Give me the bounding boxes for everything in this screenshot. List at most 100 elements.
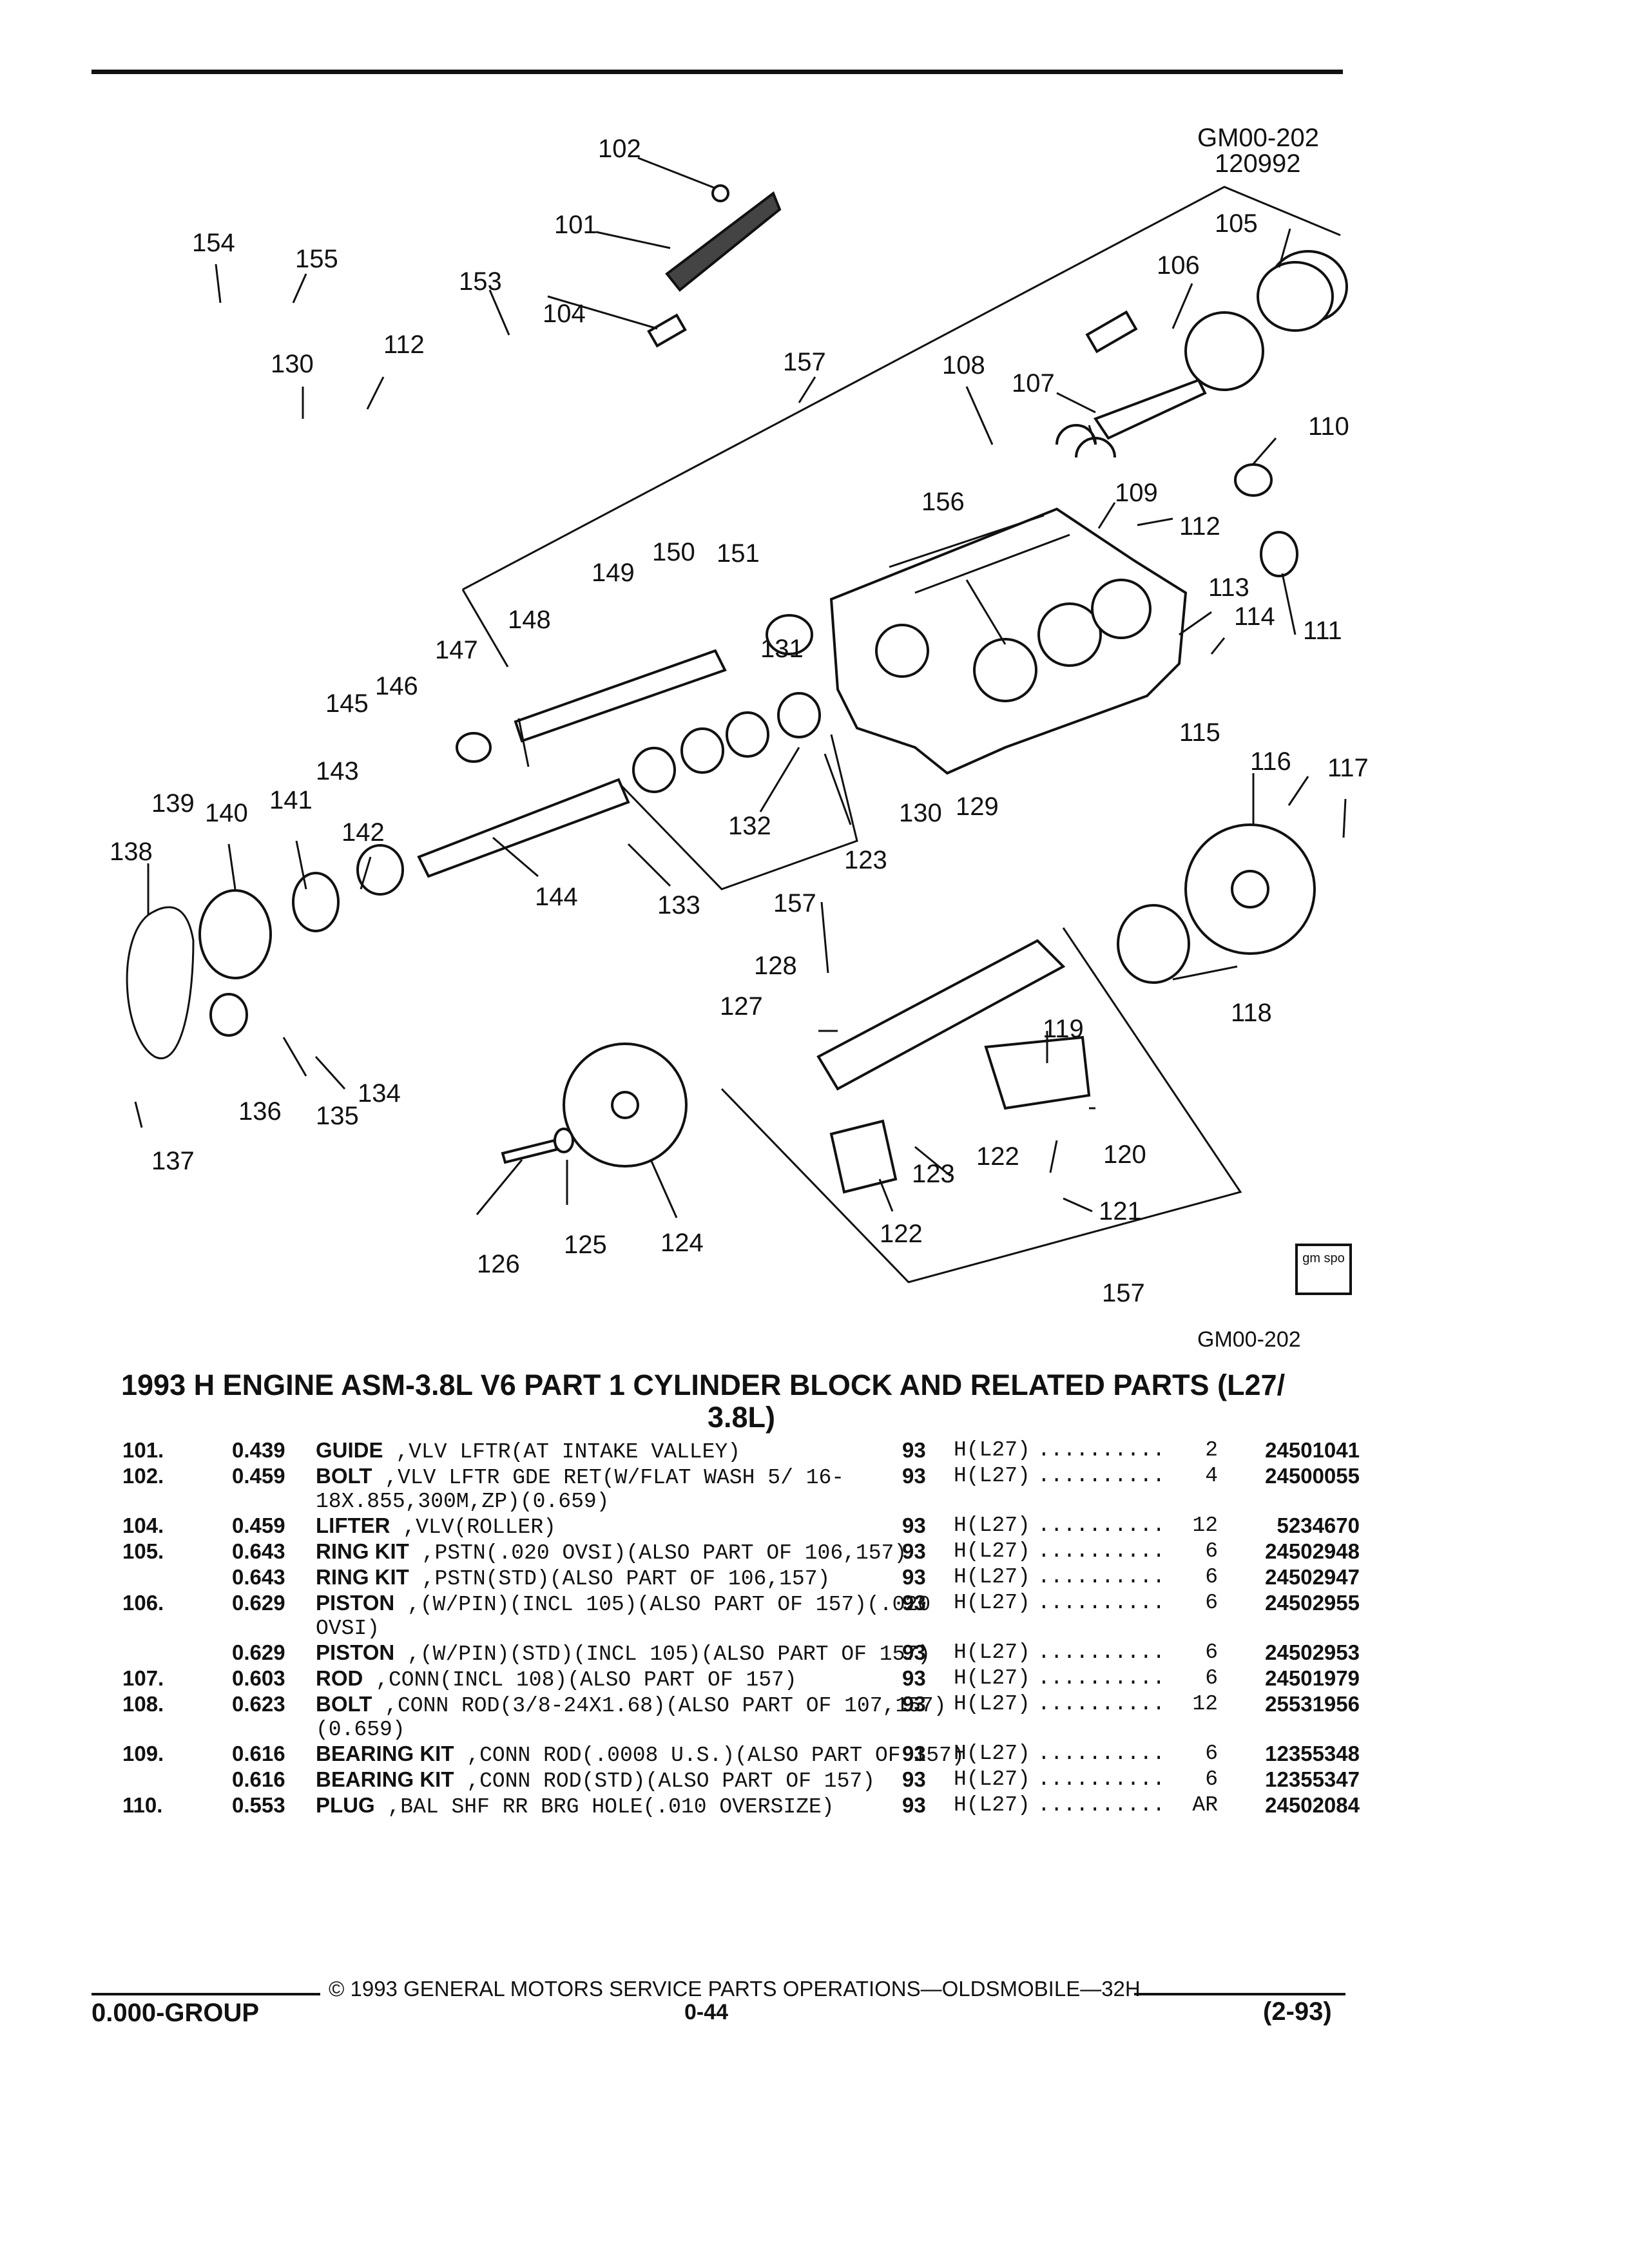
usage-code: H(L27) [954,1464,1030,1488]
callout-133: 133 [657,891,700,919]
callout-136: 136 [238,1097,282,1126]
quantity: 12 [1192,1514,1218,1537]
callout-112: 112 [383,331,425,359]
leader-dots: .......... [1037,1640,1166,1664]
part-name: BOLT [316,1692,372,1716]
part-detail: ,VLV LFTR GDE RET(W/FLAT WASH 5/ 16-18X.… [316,1466,845,1514]
part-detail: ,PSTN(STD)(ALSO PART OF 106,157) [421,1567,831,1591]
callout-154: 154 [192,229,235,257]
callout-125: 125 [564,1231,607,1259]
model-year: 93 [902,1666,926,1690]
part-detail: ,(W/PIN)(INCL 105)(ALSO PART OF 157)(.02… [316,1593,931,1640]
leader-dots: .......... [1037,1793,1166,1817]
part-detail: ,CONN(INCL 108)(ALSO PART OF 157) [376,1668,797,1692]
part-description: PLUG ,BAL SHF RR BRG HOLE(.010 OVERSIZE) [316,1793,973,1819]
rear-seal-icon [1117,904,1190,984]
model-year: 93 [902,1640,926,1664]
callout-143: 143 [316,757,359,785]
illustration-ref: 0.459 [232,1464,285,1488]
part-number: 24501979 [1265,1666,1360,1690]
callout-140: 140 [205,799,248,827]
bolt-102-icon [711,184,729,202]
part-detail: ,BAL SHF RR BRG HOLE(.010 OVERSIZE) [387,1795,834,1819]
callout-113: 113 [1208,573,1249,602]
crank-sprocket-icon [292,872,340,932]
usage-code: H(L27) [954,1591,1030,1615]
callout-144: 144 [535,883,578,911]
callout-131: 131 [760,635,804,663]
part-name: BOLT [316,1464,372,1488]
usage-code: H(L27) [954,1514,1030,1537]
quantity: 4 [1205,1464,1218,1488]
part-number: 24501041 [1265,1438,1360,1462]
leader-dots: .......... [1037,1438,1166,1462]
callout-114: 114 [1234,602,1275,631]
leader-lines [134,157,1347,1218]
balance-shaft-icon [514,649,727,743]
part-detail: ,CONN ROD(STD)(ALSO PART OF 157) [467,1769,876,1793]
group-bracket-157-top-left [461,589,509,668]
cam-bearing-icon-4 [777,692,821,738]
part-number: 24502084 [1265,1793,1360,1817]
callout-108: 108 [942,351,985,380]
callout-110: 110 [1308,412,1349,441]
illustration-ref: 0.643 [232,1565,285,1589]
lifter-guide-icon [665,191,782,292]
callout-132: 132 [728,812,771,840]
group-bracket-157-top [462,186,1341,591]
callout-135: 135 [316,1102,359,1130]
cam-sprocket-icon [198,889,272,979]
quantity: 6 [1205,1640,1218,1664]
part-name: PLUG [316,1793,375,1817]
callout-151: 151 [717,539,760,568]
thrust-plate-icon [356,844,404,896]
damper-hub-icon [611,1091,639,1119]
illustration-ref: 0.459 [232,1514,285,1537]
callout-139: 139 [151,789,195,818]
part-detail: ,VLV(ROLLER) [403,1515,556,1539]
callout-157c: 157 [1102,1279,1145,1307]
callout-121: 121 [1099,1197,1142,1225]
model-year: 93 [902,1742,926,1765]
callout-118: 118 [1231,999,1272,1027]
callout-141: 141 [269,786,313,814]
callout-146: 146 [375,672,418,700]
leader-dots: .......... [1037,1464,1166,1488]
part-name: RING KIT [316,1539,409,1563]
part-number: 24500055 [1265,1464,1360,1488]
illustration-ref: 0.643 [232,1539,285,1563]
main-bearing-cap-icon-2 [829,1119,898,1194]
model-year: 93 [902,1539,926,1563]
piston-pin-icon [1085,310,1138,354]
callout-155: 155 [295,245,338,273]
leader-dots: .......... [1037,1591,1166,1615]
diagram-code-bottom: GM00-202 [1197,1327,1301,1352]
model-year: 93 [902,1565,926,1589]
ref-number: 106. [122,1591,164,1615]
callout-123b: 123 [912,1160,955,1188]
part-number: 24502955 [1265,1591,1360,1615]
part-description: ROD ,CONN(INCL 108)(ALSO PART OF 157) [316,1666,973,1692]
callout-142: 142 [342,818,385,847]
cam-bearing-icon-3 [726,711,769,758]
illustration-ref: 0.616 [232,1767,285,1791]
balance-shaft-gear-icon [456,732,492,763]
ref-number: 104. [122,1514,164,1537]
illustration-ref: 0.553 [232,1793,285,1817]
cylinder-block-icon [829,507,1188,775]
gm-spo-logo: gm spo [1295,1244,1352,1295]
usage-code: H(L27) [954,1767,1030,1791]
callout-157b: 157 [773,889,816,918]
callout-104: 104 [543,300,586,328]
quantity: 2 [1205,1438,1218,1462]
callout-111: 111 [1303,617,1342,645]
part-detail: ,CONN ROD(3/8-24X1.68)(ALSO PART OF 107,… [316,1694,947,1742]
usage-code: H(L27) [954,1539,1030,1563]
callout-101: 101 [554,211,597,239]
model-year: 93 [902,1591,926,1615]
